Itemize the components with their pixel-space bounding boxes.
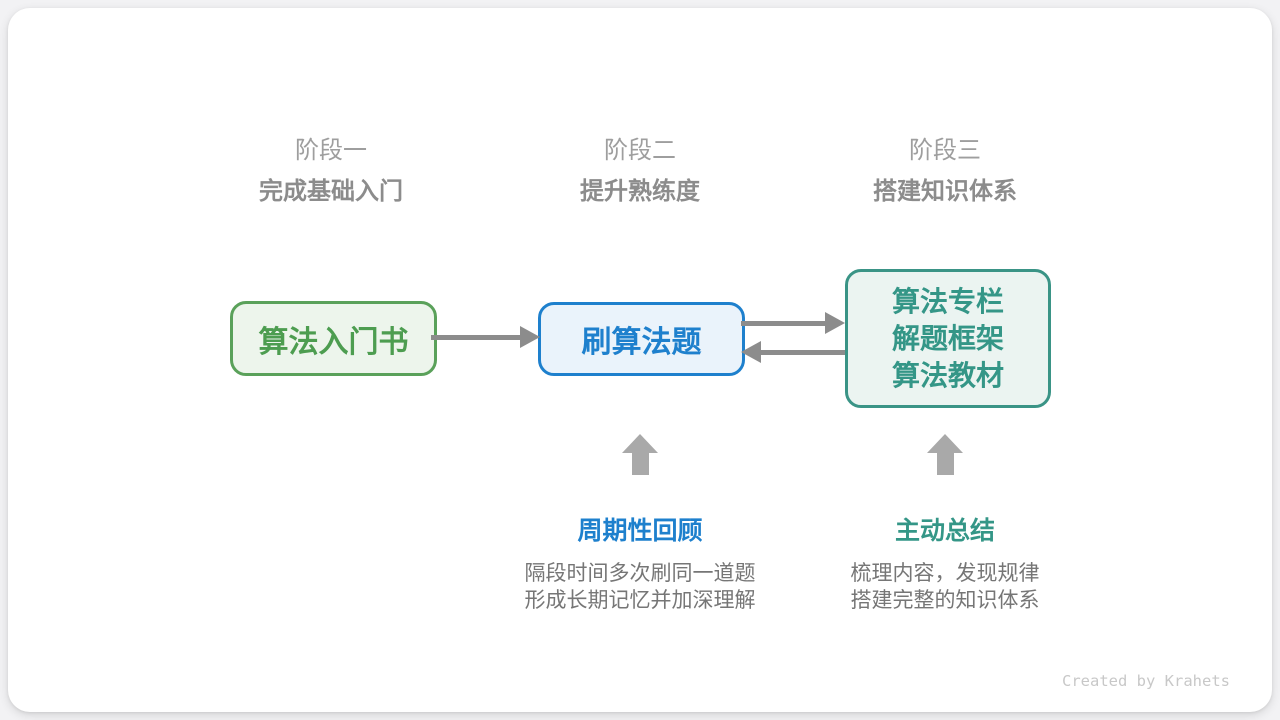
node-practice-problems: 刷算法题 xyxy=(538,302,745,376)
annotation-periodic-review: 周期性回顾 隔段时间多次刷同一道题 形成长期记忆并加深理解 xyxy=(480,516,800,614)
annotation-active-summary: 主动总结 梳理内容，发现规律 搭建完整的知识体系 xyxy=(785,516,1105,614)
diagram-card: 阶段一 完成基础入门 阶段二 提升熟练度 阶段三 搭建知识体系 算法入门书 刷算… xyxy=(8,8,1272,712)
arrow-head-right-icon xyxy=(520,326,540,348)
annotation-review-line-1: 隔段时间多次刷同一道题 xyxy=(524,562,756,585)
node-resource-framework: 解题框架 xyxy=(891,323,1004,354)
up-arrow-stem xyxy=(936,453,954,475)
arrow-head-right-icon xyxy=(825,312,845,334)
node-resource-column: 算法专栏 xyxy=(891,286,1004,317)
up-arrow-stem xyxy=(631,453,649,475)
footer-credit: Created by Krahets xyxy=(1062,672,1230,690)
annotation-review-title: 周期性回顾 xyxy=(577,517,703,545)
stage-3-header: 阶段三 搭建知识体系 xyxy=(795,137,1095,206)
arrow-shaft xyxy=(431,334,523,340)
annotation-review-line-2: 形成长期记忆并加深理解 xyxy=(524,589,756,612)
annotation-summary-line-1: 梳理内容，发现规律 xyxy=(850,562,1040,585)
annotation-summary-description: 梳理内容，发现规律 搭建完整的知识体系 xyxy=(785,560,1105,614)
node-knowledge-resources: 算法专栏 解题框架 算法教材 xyxy=(845,269,1051,408)
arrow-shaft xyxy=(758,349,845,355)
arrow-stage3-to-stage2 xyxy=(741,341,845,363)
node-resource-textbook: 算法教材 xyxy=(891,360,1004,391)
node-intro-book-label: 算法入门书 xyxy=(258,325,409,359)
node-practice-problems-label: 刷算法题 xyxy=(581,326,702,359)
stage-3-title: 搭建知识体系 xyxy=(873,178,1017,205)
up-arrow-head xyxy=(622,434,658,453)
up-arrow-head xyxy=(927,434,963,453)
node-intro-book: 算法入门书 xyxy=(230,301,437,376)
stage-2-title: 提升熟练度 xyxy=(580,178,700,205)
stage-1-title: 完成基础入门 xyxy=(259,178,403,205)
stage-3-label: 阶段三 xyxy=(909,137,981,164)
up-arrow-summary-icon xyxy=(927,434,963,475)
arrow-stage1-to-stage2 xyxy=(431,326,540,348)
annotation-review-description: 隔段时间多次刷同一道题 形成长期记忆并加深理解 xyxy=(480,560,800,614)
stage-1-header: 阶段一 完成基础入门 xyxy=(181,137,481,206)
annotation-summary-line-2: 搭建完整的知识体系 xyxy=(850,589,1040,612)
stage-2-label: 阶段二 xyxy=(604,137,676,164)
annotation-summary-title: 主动总结 xyxy=(894,517,995,545)
stage-1-label: 阶段一 xyxy=(295,137,367,164)
arrow-shaft xyxy=(741,320,828,326)
arrow-stage2-to-stage3 xyxy=(741,312,845,334)
stage-2-header: 阶段二 提升熟练度 xyxy=(490,137,790,206)
up-arrow-review-icon xyxy=(622,434,658,475)
arrow-head-left-icon xyxy=(741,341,761,363)
